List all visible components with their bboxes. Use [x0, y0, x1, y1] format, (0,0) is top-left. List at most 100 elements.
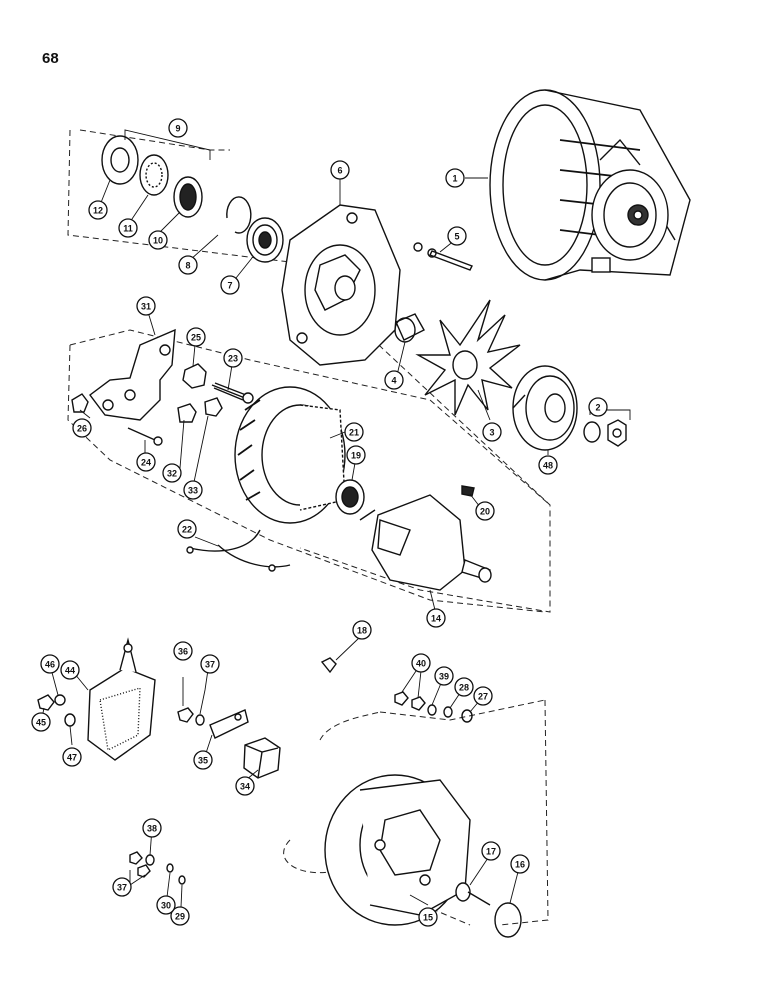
terminal-bracket — [209, 709, 249, 739]
callout-circle — [426, 608, 446, 628]
callout-circle — [40, 654, 60, 674]
callout-label: 6 — [337, 166, 342, 176]
callout-c38: 38 — [142, 818, 162, 838]
callout-c28: 28 — [454, 677, 474, 697]
terminal-nut — [177, 403, 197, 423]
alternator-assembly — [489, 89, 691, 281]
small-hardware-lower — [129, 851, 186, 885]
callout-label: 36 — [178, 647, 188, 657]
callout-circle — [142, 818, 162, 838]
drive-end-frame — [281, 204, 401, 366]
callout-c46: 46 — [40, 654, 60, 674]
callout-label: 30 — [161, 901, 171, 911]
callout-label: 7 — [227, 281, 232, 291]
callouts: 1234567891011121415161718192021222324252… — [31, 118, 608, 927]
callout-circle — [118, 218, 138, 238]
callout-c25: 25 — [186, 327, 206, 347]
callout-c36: 36 — [173, 641, 193, 661]
callout-c11: 11 — [118, 218, 138, 238]
callout-label: 4 — [391, 376, 396, 386]
callout-c2: 2 — [588, 397, 608, 417]
callout-label: 29 — [175, 912, 185, 922]
callout-label: 10 — [153, 236, 163, 246]
stator-leads — [186, 529, 291, 572]
page-number: 68 — [42, 50, 59, 67]
regulator-screw — [37, 694, 55, 711]
callout-label: 12 — [93, 206, 103, 216]
callout-c24: 24 — [136, 452, 156, 472]
callout-label: 33 — [188, 486, 198, 496]
callout-circle — [418, 907, 438, 927]
callout-label: 2 — [595, 403, 600, 413]
callout-circle — [434, 666, 454, 686]
regulator — [87, 637, 156, 761]
callout-c44: 44 — [60, 660, 80, 680]
callout-c17: 17 — [481, 841, 501, 861]
callout-circle — [62, 747, 82, 767]
callout-label: 38 — [147, 824, 157, 834]
callout-label: 40 — [416, 659, 426, 669]
callout-c15: 15 — [418, 907, 438, 927]
callout-circle — [482, 422, 502, 442]
callout-label: 24 — [141, 458, 151, 468]
slinger — [101, 135, 139, 185]
terminal-nut-2 — [204, 397, 223, 417]
callout-circle — [177, 519, 197, 539]
woodruff-key — [461, 485, 475, 497]
callout-c33: 33 — [183, 480, 203, 500]
callout-label: 22 — [182, 525, 192, 535]
callout-c30: 30 — [156, 895, 176, 915]
callout-c29: 29 — [170, 906, 190, 926]
slip-ring-end-frame — [324, 774, 471, 926]
callout-label: 45 — [36, 718, 46, 728]
washer-47 — [64, 713, 76, 727]
callout-circle — [235, 776, 255, 796]
fan — [415, 299, 521, 416]
callout-circle — [162, 463, 182, 483]
callout-label: 1 — [452, 174, 457, 184]
callout-circle — [186, 327, 206, 347]
callout-c16: 16 — [510, 854, 530, 874]
callout-c45: 45 — [31, 712, 51, 732]
plug — [455, 882, 491, 906]
callout-c39: 39 — [434, 666, 454, 686]
callout-label: 31 — [141, 302, 151, 312]
callout-circle — [411, 653, 431, 673]
callout-c48: 48 — [538, 455, 558, 475]
callout-label: 37 — [117, 883, 127, 893]
callout-label: 16 — [515, 860, 525, 870]
callout-circle — [346, 445, 366, 465]
callout-c20: 20 — [475, 501, 495, 521]
callout-label: 9 — [175, 124, 180, 134]
callout-circle — [445, 168, 465, 188]
callout-label: 18 — [357, 626, 367, 636]
callout-circle — [475, 501, 495, 521]
spacer — [394, 313, 425, 343]
relay — [243, 737, 281, 779]
callout-label: 27 — [478, 692, 488, 702]
callout-circle — [200, 654, 220, 674]
screw — [211, 382, 254, 404]
pulley — [512, 365, 578, 451]
o-ring — [494, 902, 522, 938]
callout-label: 21 — [349, 428, 359, 438]
callout-label: 3 — [489, 428, 494, 438]
callout-label: 37 — [205, 660, 215, 670]
bracket-plate — [89, 328, 176, 421]
callout-label: 44 — [65, 666, 75, 676]
callout-c34: 34 — [235, 776, 255, 796]
callout-circle — [352, 620, 372, 640]
callout-circle — [88, 200, 108, 220]
callout-label: 35 — [198, 756, 208, 766]
callout-circle — [136, 296, 156, 316]
callout-c14: 14 — [426, 608, 446, 628]
callout-c37a: 37 — [200, 654, 220, 674]
callout-label: 47 — [67, 753, 77, 763]
callout-label: 26 — [77, 424, 87, 434]
callout-c3: 3 — [482, 422, 502, 442]
seal — [173, 176, 203, 218]
pulley-nut — [583, 419, 627, 447]
slip-ring-bearing — [335, 479, 365, 515]
callout-label: 19 — [351, 451, 361, 461]
